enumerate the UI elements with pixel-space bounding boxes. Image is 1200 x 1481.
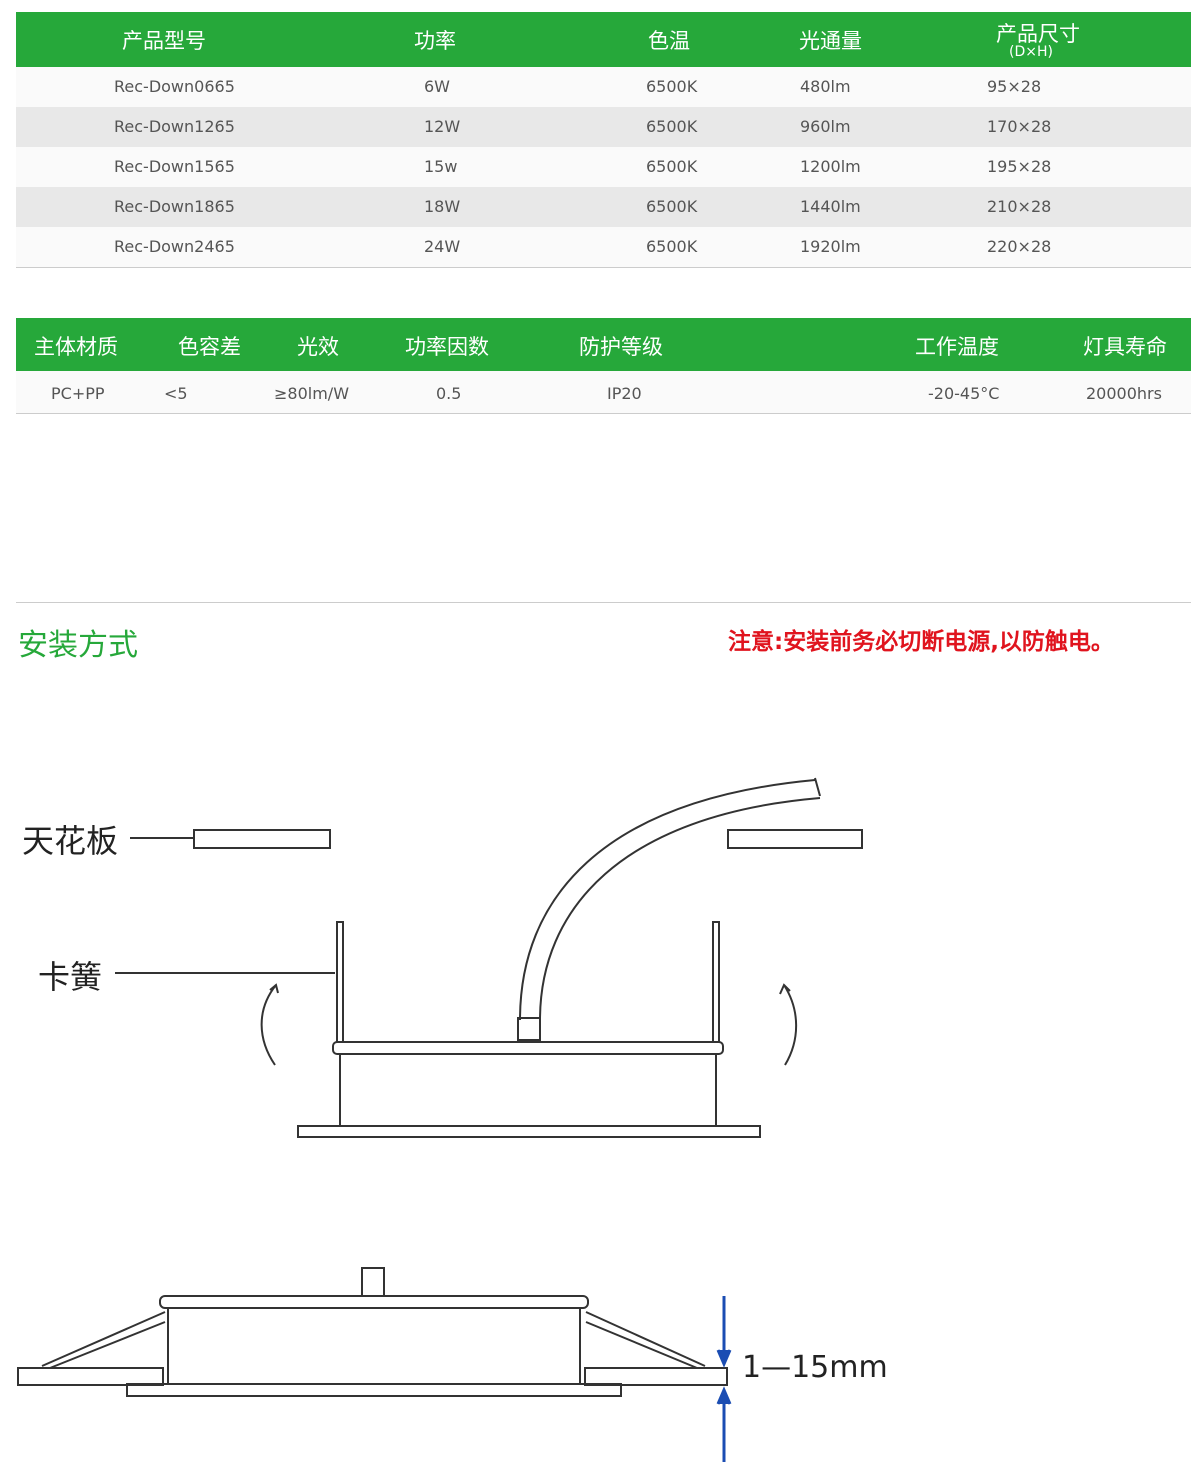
table-cell: 95×28 — [987, 77, 1042, 96]
ceiling-panel-left — [193, 829, 331, 849]
table-cell: 1920lm — [800, 237, 861, 256]
spec-table: 产品型号 功率 色温 光通量 产品尺寸 (D×H) Rec-Down0665 6W… — [16, 12, 1191, 268]
cell: 0.5 — [436, 384, 462, 403]
header-temp: 工作温度 — [915, 335, 999, 359]
cell: IP20 — [607, 384, 642, 403]
header-size: 产品尺寸 — [996, 22, 1080, 46]
ceiling-side-right — [584, 1367, 728, 1386]
table-row: Rec-Down0665 6W 6500K 480lm 95×28 — [16, 67, 1191, 107]
header-power: 功率 — [414, 29, 456, 53]
thickness-label: 1—15mm — [742, 1350, 888, 1385]
table-cell: 6500K — [646, 197, 698, 216]
table-cell: 12W — [424, 117, 461, 136]
param-row: PC+PP <5 ≥80lm/W 0.5 IP20 -20-45°C 20000… — [16, 371, 1191, 413]
table-cell: 1200lm — [800, 157, 861, 176]
spring-label: 卡簧 — [38, 958, 103, 996]
table-cell: Rec-Down1565 — [114, 157, 235, 176]
table-cell: 24W — [424, 237, 461, 256]
arrow-left-icon — [260, 984, 277, 1066]
table-cell: 960lm — [800, 117, 851, 136]
param-table: 主体材质 色容差 光效 功率因数 防护等级 工作温度 灯具寿命 PC+PP <5… — [16, 318, 1191, 414]
header-lumen: 光通量 — [799, 29, 862, 53]
cell: -20-45°C — [928, 384, 1000, 403]
spec-table-header: 产品型号 功率 色温 光通量 产品尺寸 (D×H) — [16, 12, 1191, 67]
header-ip: 防护等级 — [579, 335, 663, 359]
table-row: Rec-Down1865 18W 6500K 1440lm 210×28 — [16, 187, 1191, 227]
cable — [519, 779, 821, 1021]
table-cell: 6500K — [646, 157, 698, 176]
table-cell: 220×28 — [987, 237, 1052, 256]
cell: ≥80lm/W — [274, 384, 350, 403]
table-row: Rec-Down2465 24W 6500K 1920lm 220×28 — [16, 227, 1191, 267]
header-pf: 功率因数 — [405, 335, 489, 359]
arrow-right-icon — [783, 984, 798, 1066]
table-cell: Rec-Down1265 — [114, 117, 235, 136]
spring-right — [712, 921, 720, 1043]
header-model: 产品型号 — [122, 29, 206, 53]
table-cell: Rec-Down0665 — [114, 77, 235, 96]
table-cell: 1440lm — [800, 197, 861, 216]
table-cell: 6W — [424, 77, 450, 96]
install-title: 安装方式 — [18, 628, 138, 663]
header-size-sub: (D×H) — [1009, 44, 1053, 60]
warning-note: 注意:安装前务必切断电源,以防触电。 — [728, 629, 1114, 655]
lamp-body-top — [332, 1041, 724, 1055]
table-cell: 18W — [424, 197, 461, 216]
lamp-bezel — [297, 1125, 761, 1138]
ceiling-label: 天花板 — [22, 822, 119, 860]
thickness-arrows-icon — [716, 1296, 732, 1462]
header-material: 主体材质 — [34, 335, 118, 359]
spring-left — [336, 921, 344, 1043]
header-efficacy: 光效 — [297, 335, 339, 359]
table-cell: 6500K — [646, 77, 698, 96]
table-cell: 15w — [424, 157, 458, 176]
table-cell: 210×28 — [987, 197, 1052, 216]
header-tolerance: 色容差 — [178, 335, 241, 359]
cell: PC+PP — [51, 384, 105, 403]
table-cell: Rec-Down1865 — [114, 197, 235, 216]
table-cell: 480lm — [800, 77, 851, 96]
table-cell: Rec-Down2465 — [114, 237, 235, 256]
ceiling-panel-right — [727, 829, 863, 849]
table-cell: 6500K — [646, 117, 698, 136]
table-row: Rec-Down1265 12W 6500K 960lm 170×28 — [16, 107, 1191, 147]
param-table-header: 主体材质 色容差 光效 功率因数 防护等级 工作温度 灯具寿命 — [16, 318, 1191, 371]
table-cell: 195×28 — [987, 157, 1052, 176]
header-cct: 色温 — [648, 29, 690, 53]
cell: <5 — [164, 384, 188, 403]
table-row: Rec-Down1565 15w 6500K 1200lm 195×28 — [16, 147, 1191, 187]
table-cell: 170×28 — [987, 117, 1052, 136]
header-life: 灯具寿命 — [1083, 335, 1167, 359]
table-cell: 6500K — [646, 237, 698, 256]
cell: 20000hrs — [1086, 384, 1162, 403]
ceiling-side-left — [17, 1367, 164, 1386]
divider — [16, 602, 1191, 603]
